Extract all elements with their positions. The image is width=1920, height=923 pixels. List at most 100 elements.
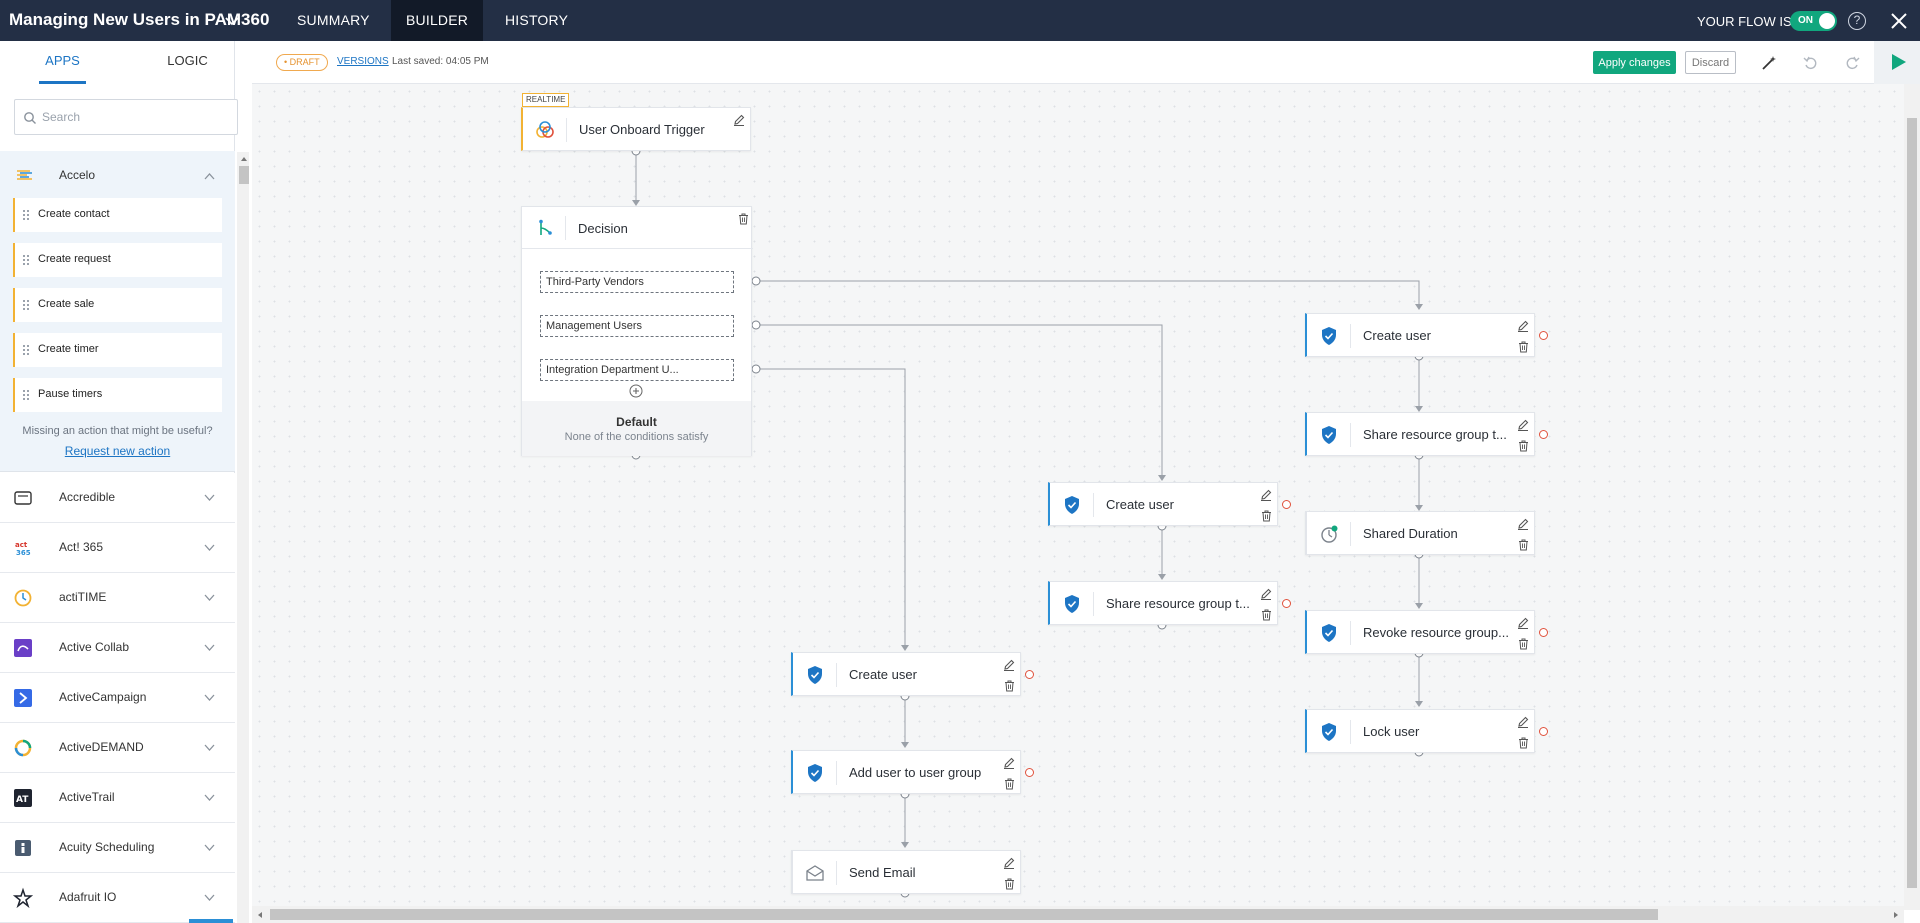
action-item-create-request[interactable]: Create request (13, 243, 222, 277)
edit-icon[interactable] (1003, 757, 1015, 769)
sidebar-scrollbar[interactable] (237, 152, 249, 923)
chevron-down-icon[interactable] (204, 592, 215, 603)
chevron-down-icon[interactable] (204, 892, 215, 903)
action-item-create-timer[interactable]: Create timer (13, 333, 222, 367)
undo-icon[interactable] (1802, 54, 1820, 72)
decision-node[interactable]: Decision Third-Party Vendors Management … (521, 206, 753, 456)
app-header-accelo[interactable]: Accelo (0, 151, 235, 201)
error-indicator[interactable] (1025, 670, 1034, 679)
vendors-create-user-node[interactable]: Create user (1305, 313, 1548, 357)
scroll-right-arrow-icon[interactable] (1892, 911, 1900, 919)
chevron-down-icon[interactable] (204, 642, 215, 653)
scroll-up-arrow-icon[interactable] (239, 154, 249, 164)
flow-on-toggle[interactable]: ON (1790, 11, 1837, 31)
error-indicator[interactable] (1539, 430, 1548, 439)
canvas-horizontal-scroll-thumb[interactable] (270, 909, 1658, 920)
action-item-pause-timers[interactable]: Pause timers (13, 378, 222, 412)
tab-logic[interactable]: LOGIC (167, 53, 208, 68)
trash-icon[interactable] (1518, 539, 1529, 551)
chevron-down-icon[interactable] (204, 742, 215, 753)
app-row-activetrail[interactable]: AT ActiveTrail (0, 773, 235, 823)
edit-icon[interactable] (1517, 320, 1529, 332)
vendors-shared-duration-node[interactable]: Shared Duration (1305, 511, 1535, 555)
condition-integration-department[interactable]: Integration Department U... (540, 359, 734, 381)
edit-icon[interactable] (1003, 857, 1015, 869)
trash-icon[interactable] (1518, 737, 1529, 749)
tab-history[interactable]: HISTORY (505, 12, 569, 28)
drag-handle-icon[interactable] (23, 210, 29, 220)
trash-icon[interactable] (1261, 510, 1272, 522)
versions-link[interactable]: VERSIONS (337, 56, 389, 67)
edit-icon[interactable] (1517, 716, 1529, 728)
trash-icon[interactable] (1004, 778, 1015, 790)
chevron-down-icon[interactable] (204, 842, 215, 853)
chevron-down-icon[interactable] (204, 492, 215, 503)
trash-icon[interactable] (1518, 341, 1529, 353)
tab-apps[interactable]: APPS (45, 53, 80, 68)
discard-button[interactable]: Discard (1685, 51, 1736, 74)
trash-icon[interactable] (1004, 878, 1015, 890)
action-item-create-sale[interactable]: Create sale (13, 288, 222, 322)
error-indicator[interactable] (1282, 599, 1291, 608)
trash-icon[interactable] (738, 213, 749, 225)
vendors-share-resource-group-node[interactable]: Share resource group t... (1305, 412, 1548, 456)
error-indicator[interactable] (1282, 500, 1291, 509)
edit-icon[interactable] (1003, 659, 1015, 671)
app-row-acuity-scheduling[interactable]: Acuity Scheduling (0, 823, 235, 873)
error-indicator[interactable] (1025, 768, 1034, 777)
trash-icon[interactable] (1518, 638, 1529, 650)
magic-wand-icon[interactable] (1760, 54, 1778, 72)
help-icon[interactable]: ? (1848, 12, 1866, 30)
run-flow-button[interactable] (1874, 41, 1920, 84)
request-new-action-link[interactable]: Request new action (64, 444, 171, 458)
error-indicator[interactable] (1539, 628, 1548, 637)
action-item-create-contact[interactable]: Create contact (13, 198, 222, 232)
drag-handle-icon[interactable] (23, 255, 29, 265)
apply-changes-button[interactable]: Apply changes (1593, 51, 1676, 74)
canvas-vertical-scroll-thumb[interactable] (1907, 118, 1917, 888)
flow-title[interactable]: Managing New Users in PAM360 (9, 10, 270, 29)
close-icon[interactable] (1889, 11, 1909, 31)
drag-handle-icon[interactable] (23, 345, 29, 355)
tab-summary[interactable]: SUMMARY (297, 12, 370, 28)
app-row-activecampaign[interactable]: ActiveCampaign (0, 673, 235, 723)
edit-icon[interactable] (1260, 489, 1272, 501)
edit-icon[interactable] (1260, 588, 1272, 600)
app-row-adafruit-io[interactable]: Adafruit IO (0, 873, 235, 923)
chevron-down-icon[interactable] (224, 13, 240, 29)
error-indicator[interactable] (1539, 727, 1548, 736)
chevron-down-icon[interactable] (204, 692, 215, 703)
tab-builder[interactable]: BUILDER (391, 0, 484, 41)
management-create-user-node[interactable]: Create user (1048, 482, 1291, 526)
vendors-lock-user-node[interactable]: Lock user (1305, 709, 1548, 753)
trigger-node[interactable]: User Onboard Trigger (521, 107, 751, 151)
search-input[interactable] (42, 108, 222, 126)
error-indicator[interactable] (1539, 331, 1548, 340)
management-share-resource-group-node[interactable]: Share resource group t... (1048, 581, 1291, 625)
drag-handle-icon[interactable] (23, 390, 29, 400)
integration-add-user-to-group-node[interactable]: Add user to user group (791, 750, 1034, 794)
condition-third-party-vendors[interactable]: Third-Party Vendors (540, 271, 734, 293)
trash-icon[interactable] (1261, 609, 1272, 621)
chevron-down-icon[interactable] (204, 542, 215, 553)
scroll-left-arrow-icon[interactable] (256, 911, 264, 919)
app-row-activedemand[interactable]: ActiveDEMAND (0, 723, 235, 773)
drag-handle-icon[interactable] (23, 300, 29, 310)
edit-icon[interactable] (1517, 419, 1529, 431)
chevron-down-icon[interactable] (204, 792, 215, 803)
condition-management-users[interactable]: Management Users (540, 315, 734, 337)
vendors-revoke-resource-group-node[interactable]: Revoke resource group... (1305, 610, 1548, 654)
trash-icon[interactable] (1004, 680, 1015, 692)
app-row-active-collab[interactable]: Active Collab (0, 623, 235, 673)
integration-send-email-node[interactable]: Send Email (791, 850, 1021, 894)
app-row-actitime[interactable]: actiTIME (0, 573, 235, 623)
redo-icon[interactable] (1843, 54, 1861, 72)
integration-create-user-node[interactable]: Create user (791, 652, 1034, 696)
edit-icon[interactable] (733, 114, 745, 126)
add-condition-icon[interactable] (629, 384, 643, 398)
app-row-accredible[interactable]: Accredible (0, 473, 235, 523)
edit-icon[interactable] (1517, 617, 1529, 629)
sidebar-scroll-thumb[interactable] (239, 166, 249, 184)
trash-icon[interactable] (1518, 440, 1529, 452)
